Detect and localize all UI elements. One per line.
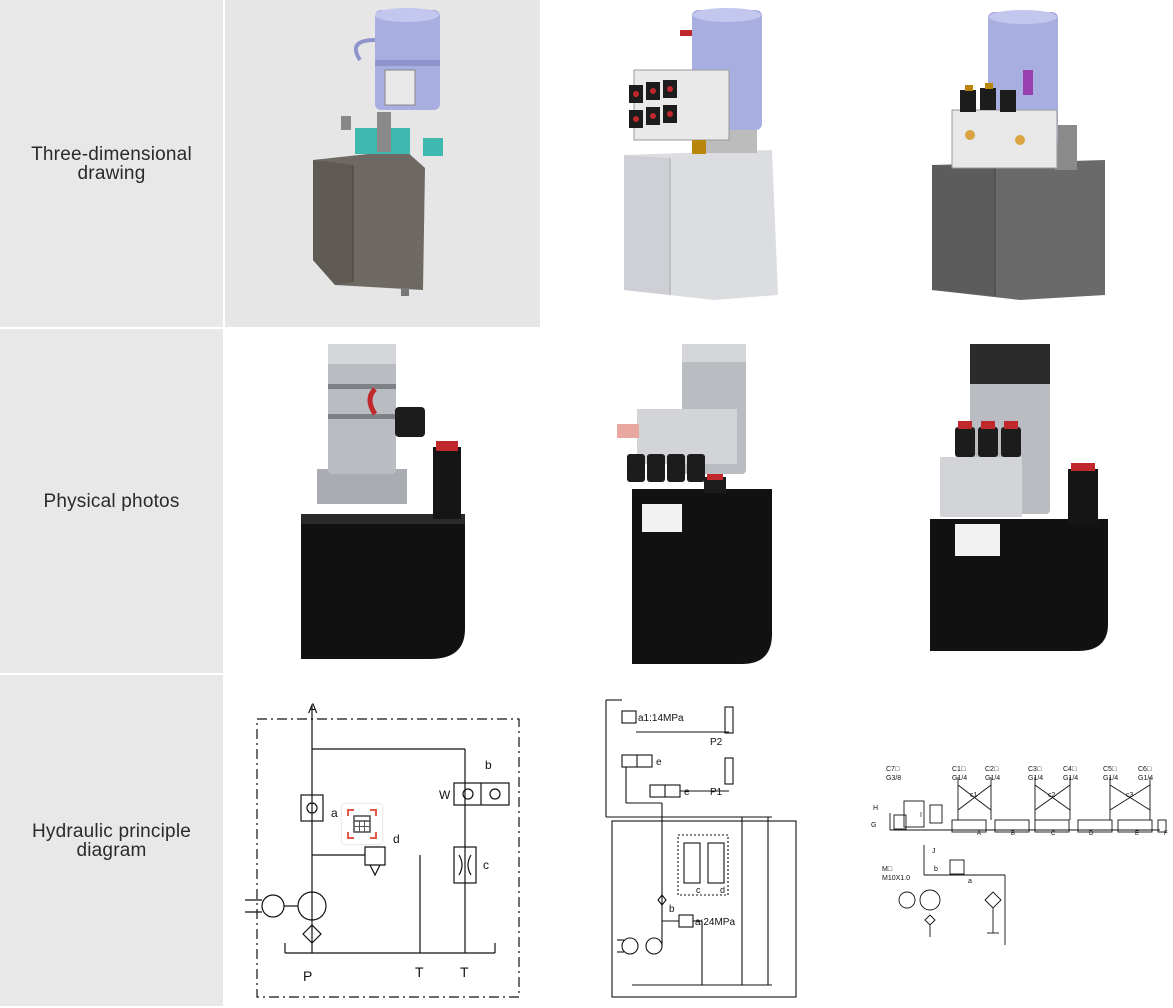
- row-label-drawing-text: Three-dimensional drawing: [31, 143, 192, 184]
- diagram3-tag-F: F: [1164, 831, 1168, 837]
- hydraulic-diagram-2: a1:14MPa P2 P1 e e c d b a:24MPa: [605, 699, 797, 998]
- diagram3-c5-thread: G1/4: [1103, 775, 1118, 782]
- row-label-photo: Physical photos: [0, 329, 225, 675]
- diagram3-c5: C5□: [1103, 766, 1117, 773]
- diagram3-c2-thread: G1/4: [985, 775, 1000, 782]
- diagram3-c6-thread: G1/4: [1138, 775, 1153, 782]
- diagram2-tag-b: b: [669, 904, 675, 915]
- diagram1-tag-d: d: [393, 832, 400, 846]
- row-label-drawing: Three-dimensional drawing: [0, 0, 225, 329]
- diagram3-tag-j: J: [932, 848, 936, 855]
- photo-unit-1: [225, 329, 542, 675]
- drawing-unit-3: [860, 0, 1173, 329]
- diagram1-tag-a: a: [331, 806, 338, 820]
- drawing-unit-1: [225, 0, 542, 329]
- diagram3-c7-thread: G3/8: [886, 775, 901, 782]
- diagram2-port-p2: P2: [710, 737, 723, 748]
- diagram1-port-a: A: [308, 700, 318, 716]
- diagram3-tag-h: H: [873, 805, 878, 812]
- diagram2-relief2: a:24MPa: [695, 917, 735, 928]
- diagram3-c4: C4□: [1063, 766, 1077, 773]
- diagram1-port-t1: T: [415, 964, 424, 980]
- diagram3-tag-c2: c2: [1048, 792, 1056, 799]
- diagram3-tag-A: A: [977, 831, 981, 837]
- row-label-diagram: Hydraulic principle diagram: [0, 675, 225, 1008]
- photo-unit-2: [542, 329, 860, 675]
- diagram3-m: M□: [882, 866, 893, 873]
- drawing-unit-3-render: [932, 10, 1105, 300]
- diagram3-c4-thread: G1/4: [1063, 775, 1078, 782]
- diagram3-tag-i: I: [920, 812, 922, 819]
- diagram-unit-3: C7□ G3/8 C1□ G1/4 C2□ G1/4 C3□ G1/4 C4□ …: [860, 675, 1173, 1008]
- diagram1-tag-w: W: [439, 788, 451, 802]
- diagram3-c3: C3□: [1028, 766, 1042, 773]
- diagram3-tag-C: C: [1051, 831, 1056, 837]
- diagram3-c2: C2□: [985, 766, 999, 773]
- diagram3-c3-thread: G1/4: [1028, 775, 1043, 782]
- table-select-icon[interactable]: [342, 804, 382, 844]
- diagram-unit-2: a1:14MPa P2 P1 e e c d b a:24MPa: [542, 675, 860, 1008]
- diagram1-port-t2: T: [460, 964, 469, 980]
- hydraulic-diagram-3: C7□ G3/8 C1□ G1/4 C2□ G1/4 C3□ G1/4 C4□ …: [871, 766, 1168, 945]
- drawing-unit-1-render: [313, 8, 443, 296]
- photo-unit-2-render: [617, 344, 772, 664]
- diagram3-m-thread: M10X1.0: [882, 875, 910, 882]
- drawing-unit-2-render: [624, 8, 778, 300]
- diagram2-tag-c: c: [696, 885, 701, 895]
- row-label-photo-text: Physical photos: [43, 490, 180, 512]
- dash-boundary-1: [256, 718, 520, 998]
- diagram-unit-1: A P T T a b c d W: [225, 675, 542, 1008]
- hydraulic-diagram-1: A P T T a b c d W: [245, 700, 520, 998]
- diagram2-port-p1: P1: [710, 787, 723, 798]
- photo-unit-1-render: [301, 344, 465, 659]
- diagram2-tag-e2: e: [684, 787, 690, 798]
- diagram3-tag-c3: c3: [1126, 792, 1134, 799]
- diagram1-port-p: P: [303, 968, 312, 984]
- drawing-unit-2: [542, 0, 860, 329]
- diagram3-tag-g: G: [871, 822, 876, 829]
- diagram3-c7: C7□: [886, 766, 900, 773]
- diagram3-c6: C6□: [1138, 766, 1152, 773]
- diagram3-tag-a: a: [968, 878, 972, 885]
- photo-unit-3-render: [930, 344, 1108, 651]
- diagram3-tag-E: E: [1135, 831, 1139, 837]
- diagram3-c1: C1□: [952, 766, 966, 773]
- diagram2-tag-d: d: [720, 885, 725, 895]
- diagram2-relief1: a1:14MPa: [638, 713, 684, 724]
- photo-unit-3: [860, 329, 1173, 675]
- diagram1-tag-c: c: [483, 858, 489, 872]
- diagram3-tag-B: B: [1011, 831, 1015, 837]
- diagram3-tag-b: b: [934, 866, 938, 873]
- diagram3-tag-c1: c1: [970, 792, 978, 799]
- row-label-diagram-text: Hydraulic principle diagram: [31, 820, 192, 861]
- diagram1-tag-b: b: [485, 758, 492, 772]
- diagram3-c1-thread: G1/4: [952, 775, 967, 782]
- diagram2-tag-e1: e: [656, 757, 662, 768]
- diagram3-tag-D: D: [1089, 831, 1094, 837]
